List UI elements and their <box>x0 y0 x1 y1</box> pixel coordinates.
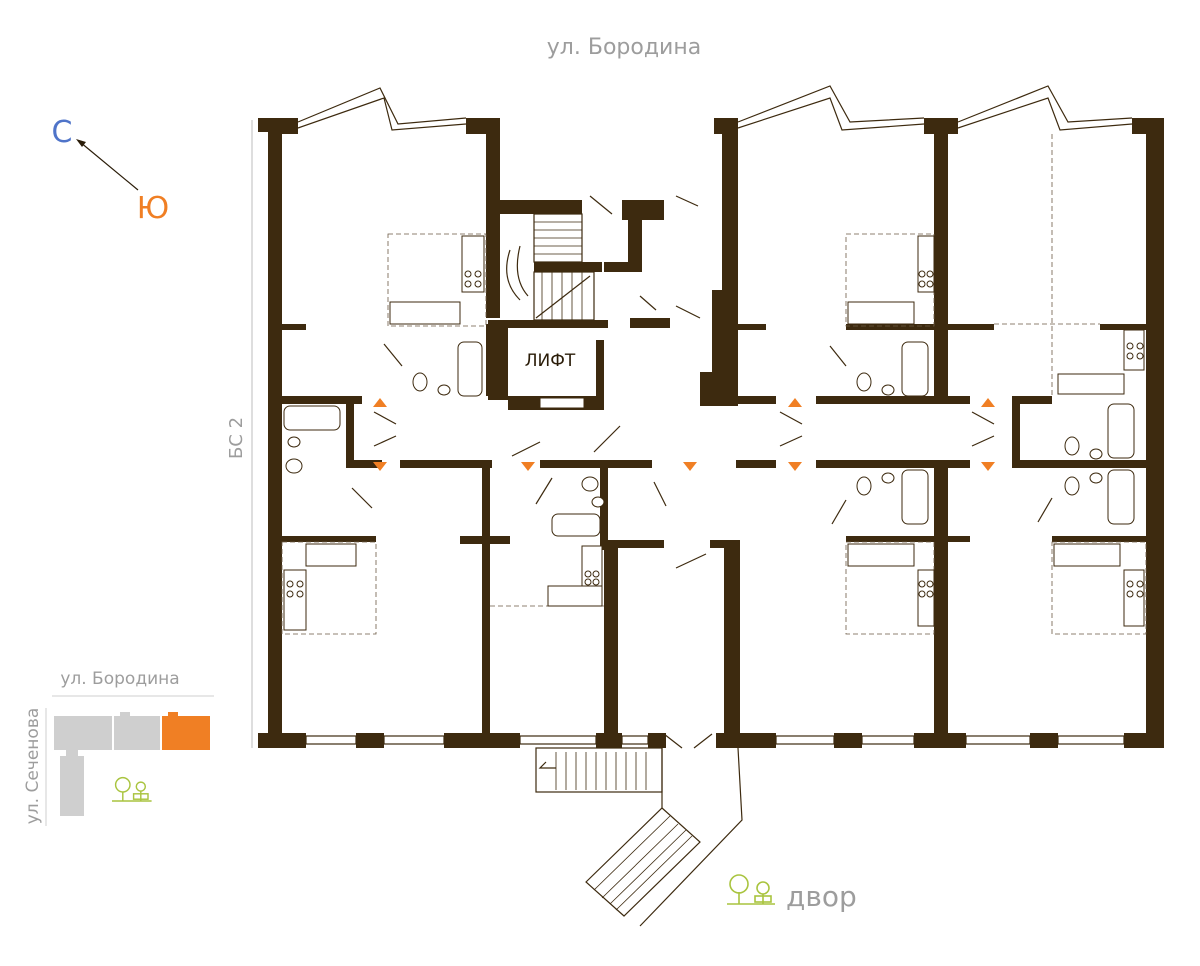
kitchen-fixtures <box>283 235 1145 631</box>
stair-flights <box>506 213 595 321</box>
lift: ЛИФТ <box>525 351 585 409</box>
minimap-highlight <box>162 716 210 750</box>
yard-label: двор <box>786 880 857 913</box>
kitchen-zones <box>281 134 1147 635</box>
minimap-street-side: ул. Сеченова <box>23 708 43 825</box>
doors <box>351 195 1053 749</box>
external-stairs <box>535 747 743 927</box>
minimap-street-top: ул. Бородина <box>60 669 179 689</box>
bay-windows <box>297 85 1133 131</box>
yard-tree-icon <box>727 874 775 905</box>
minimap: ул. Бородина ул. Сеченова <box>23 669 214 826</box>
compass-arrow-icon <box>76 139 139 191</box>
entrance-arrow-icon <box>373 398 995 471</box>
compass-north-label: С <box>52 115 73 150</box>
walls <box>258 118 1164 748</box>
lift-label: ЛИФТ <box>525 351 576 371</box>
compass-south-label: Ю <box>137 191 169 226</box>
compass: С Ю <box>52 115 170 226</box>
bathroom-fixtures <box>283 341 1135 537</box>
side-label: БС 2 <box>226 417 247 459</box>
street-top-label: ул. Бородина <box>547 35 701 60</box>
bottom-windows <box>305 735 1125 745</box>
